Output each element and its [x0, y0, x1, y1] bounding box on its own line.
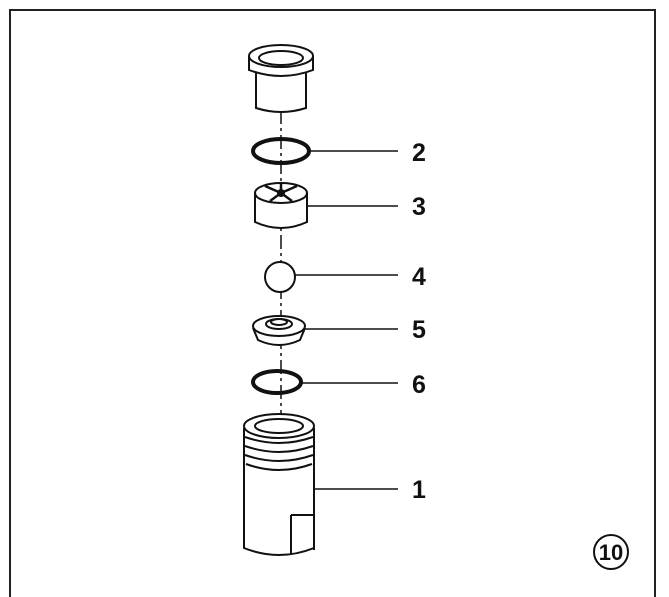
check-ball [264, 261, 296, 293]
diagram-frame [9, 9, 656, 597]
callout-3: 3 [412, 193, 426, 221]
ball-cage [254, 182, 308, 229]
callout-2: 2 [412, 139, 426, 167]
figure-number: 10 [599, 540, 623, 565]
lower-o-ring [251, 369, 303, 395]
valve-housing [243, 413, 315, 556]
figure-number-circle [593, 534, 629, 570]
callout-1: 1 [412, 476, 426, 504]
top-sleeve [248, 44, 314, 113]
valve-seat [252, 315, 306, 346]
callout-4: 4 [412, 263, 426, 291]
callout-5: 5 [412, 316, 426, 344]
callout-6: 6 [412, 371, 426, 399]
leader-lines [295, 150, 398, 490]
